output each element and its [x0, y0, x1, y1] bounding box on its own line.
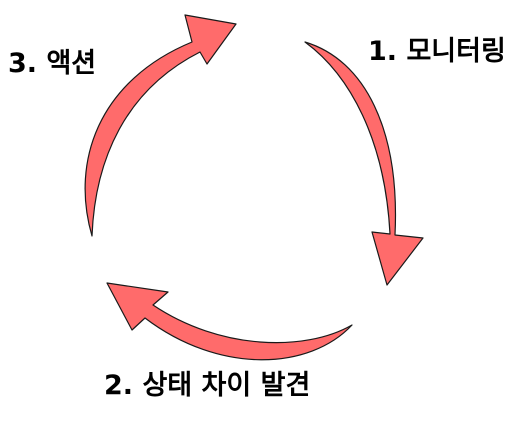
- cycle-arrow-gap-detection: [106, 282, 353, 361]
- step-label-action: 3. 액션: [8, 48, 97, 79]
- cycle-arrow-action: [84, 14, 237, 237]
- cycle-arrow-monitoring: [304, 41, 424, 286]
- step-label-monitoring: 1. 모니터링: [368, 36, 506, 67]
- step-label-gap-detection: 2. 상태 차이 발견: [104, 370, 311, 401]
